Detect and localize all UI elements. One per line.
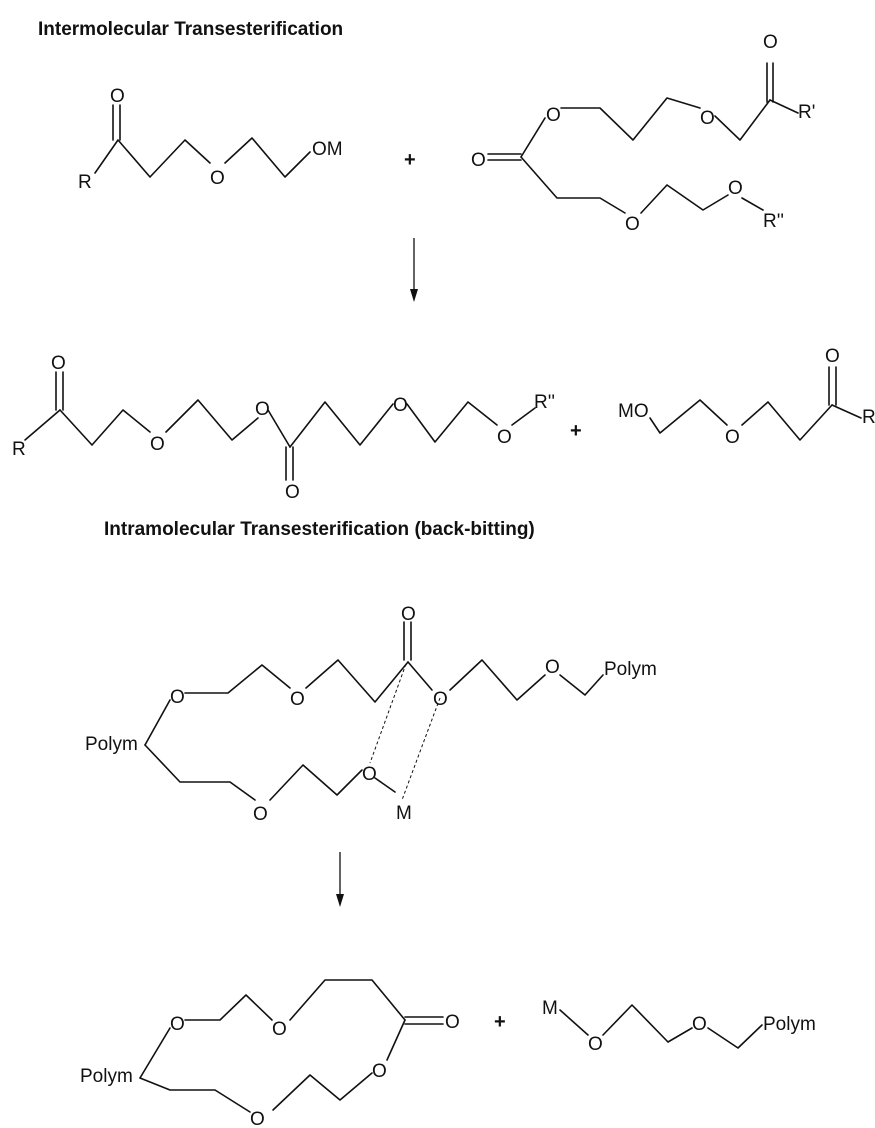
atom-ester-o: O (255, 399, 270, 420)
atom-ether-o: O (170, 1014, 185, 1035)
cyclic-product: O O O O Polym O (80, 979, 460, 1128)
atom-polym: Polym (85, 734, 138, 755)
plus-sign-2: + (570, 420, 582, 442)
reaction-arrow-1 (410, 238, 418, 302)
atom-ether-o: O (250, 1109, 265, 1128)
atom-ketone-o: O (763, 32, 778, 53)
atom-m: M (542, 998, 558, 1019)
heading-intermolecular: Intermolecular Transesterification (38, 19, 343, 40)
atom-ester-o: O (433, 689, 448, 710)
atom-polym: Polym (763, 1014, 816, 1035)
atom-ether-o: O (588, 1034, 603, 1055)
atom-r-double-prime: R'' (534, 392, 555, 413)
atom-ether-o: O (497, 427, 512, 448)
atom-carbonyl-o: O (110, 86, 125, 107)
product-alkoxide: MO O O R' (618, 346, 875, 448)
atom-lactone-carbonyl-o: O (445, 1012, 460, 1033)
atom-ketone-o: O (825, 346, 840, 367)
atom-lactone-o: O (372, 1061, 387, 1082)
atom-r: R (12, 439, 26, 460)
heading-intramolecular: Intramolecular Transesterification (back… (104, 519, 535, 540)
atom-ether-o: O (170, 687, 185, 708)
atom-om: OM (312, 139, 343, 160)
atom-ether-o: O (253, 804, 268, 825)
reaction-arrow-2 (336, 852, 344, 907)
atom-ether-o: O (290, 689, 305, 710)
atom-polym: Polym (80, 1066, 133, 1087)
atom-ether-o: O (272, 1019, 287, 1040)
atom-carbonyl-o: O (51, 353, 66, 374)
atom-ether-o: O (725, 427, 740, 448)
atom-ether-o: O (728, 178, 743, 199)
atom-ether-o: O (545, 657, 560, 678)
reactant-alkoxide: O R O OM (78, 86, 343, 193)
reactant-ester: O O O O R' O O R'' (471, 32, 815, 235)
atom-carbonyl-o: O (401, 604, 416, 625)
atom-ether-o: O (393, 395, 408, 416)
atom-ether-o: O (692, 1014, 707, 1035)
atom-ester-o: O (546, 105, 561, 126)
atom-mo: MO (618, 401, 649, 422)
atom-ester-carbonyl-o: O (285, 482, 300, 503)
atom-m: M (396, 803, 412, 824)
atom-ester-carbonyl-o: O (471, 150, 486, 171)
backbiting-intermediate: O O O O O Polym Polym O O M (85, 604, 657, 825)
plus-sign-3: + (494, 1011, 506, 1033)
atom-ether-o: O (210, 168, 225, 189)
linear-alkoxide-product: M O O Polym (542, 998, 816, 1055)
atom-r-prime: R' (798, 102, 815, 123)
atom-r: R (78, 172, 92, 193)
atom-ether-o: O (150, 434, 165, 455)
atom-ether-o: O (625, 214, 640, 235)
product-ester: O R O O O O O R'' (12, 353, 555, 503)
plus-sign-1: + (404, 149, 416, 171)
atom-r-double-prime: R'' (763, 211, 784, 232)
atom-ether-o: O (700, 108, 715, 129)
atom-alkoxide-o: O (362, 764, 377, 785)
atom-r-prime: R' (862, 407, 875, 428)
atom-polym: Polym (604, 659, 657, 680)
